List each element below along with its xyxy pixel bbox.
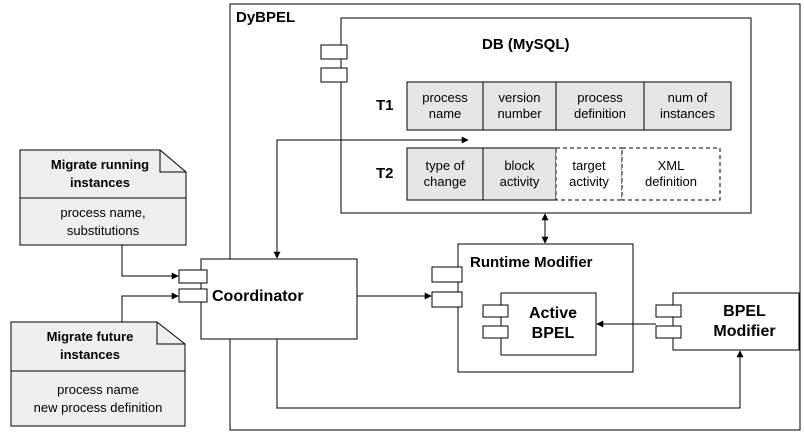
note-future [10, 321, 186, 427]
t1-table [406, 81, 732, 131]
bpel-modifier-port-bottom [655, 325, 682, 339]
bpel-modifier-port-top [655, 304, 682, 318]
dybpel-boundary [229, 3, 801, 431]
runtime-port-top [431, 266, 463, 283]
coordinator-box [200, 258, 358, 340]
t2-table [406, 147, 721, 201]
coordinator-port-top [178, 269, 208, 284]
db-port-top [320, 44, 348, 60]
active-bpel-port-top [482, 304, 509, 318]
arrow-coordinator-db [273, 136, 469, 259]
bpel-modifier-box [672, 292, 800, 351]
arrow-future-to-coordinator [121, 292, 179, 322]
db-port-bottom [320, 67, 348, 83]
active-bpel-port-bottom [482, 325, 509, 339]
arrow-running-to-coordinator [121, 245, 179, 280]
coordinator-port-bottom [178, 288, 208, 303]
active-bpel-box [500, 292, 597, 356]
runtime-port-bottom [431, 291, 463, 308]
note-running [19, 149, 187, 246]
arrow-coordinator-to-bpelmod [276, 339, 744, 409]
